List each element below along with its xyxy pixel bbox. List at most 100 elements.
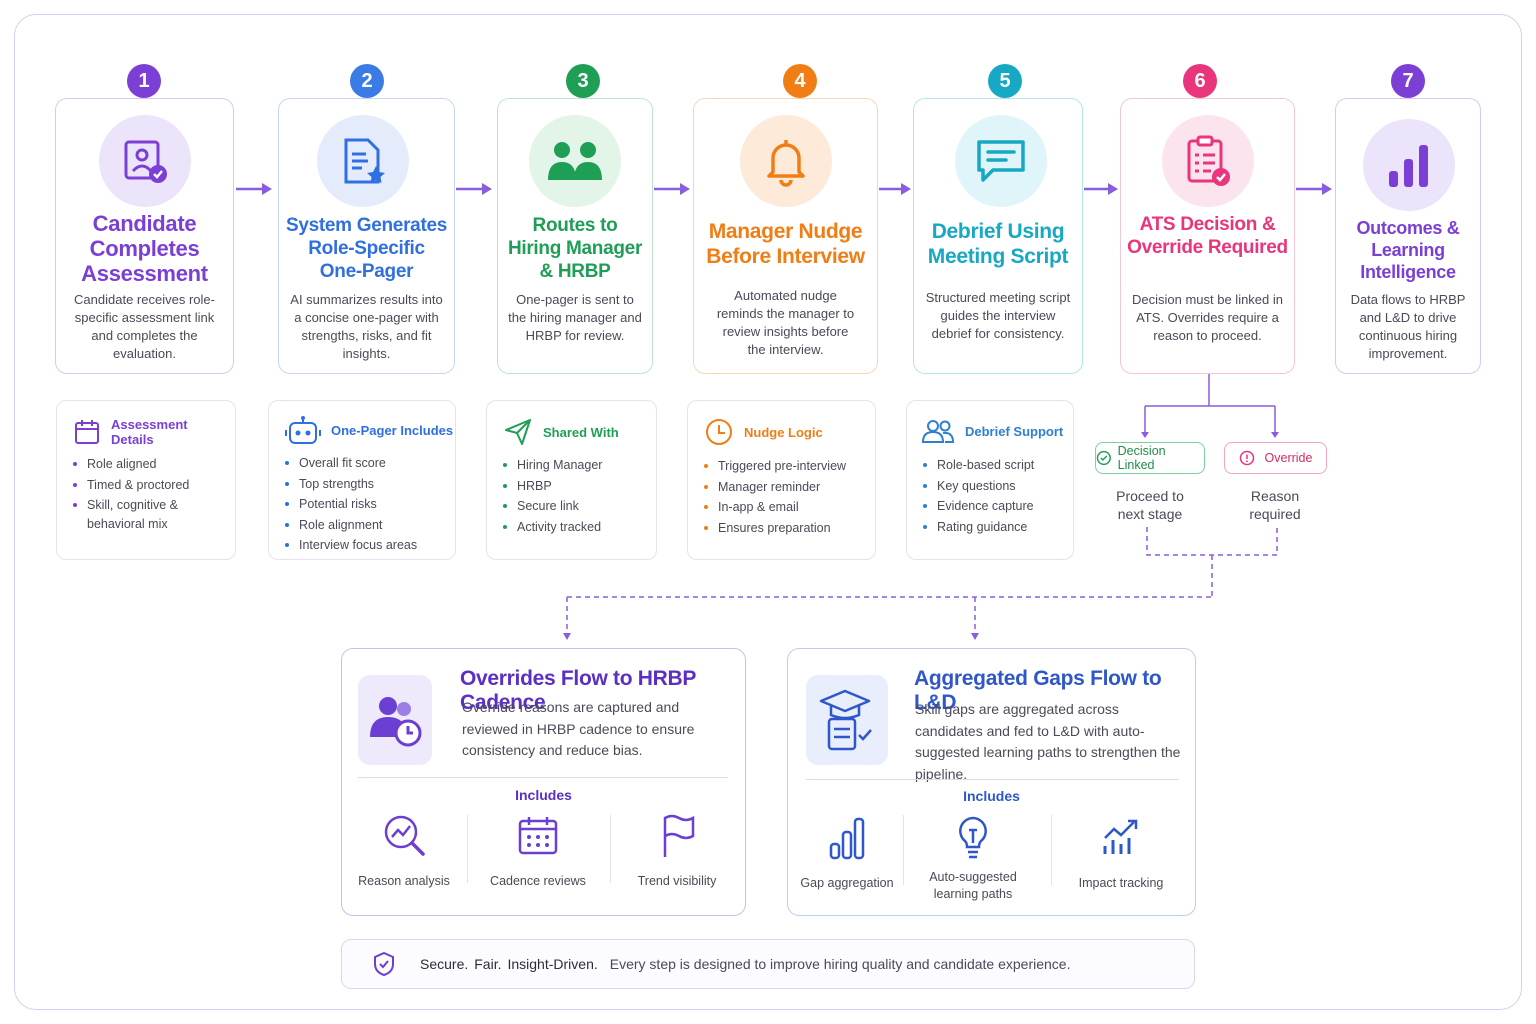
step-1-badge: 1 xyxy=(127,64,161,98)
divider xyxy=(903,815,904,885)
feature-label: Impact tracking xyxy=(1078,876,1164,890)
nudge-logic-card: Nudge Logic Triggered pre-interview Mana… xyxy=(687,400,876,560)
clock-icon xyxy=(706,419,732,445)
overrides-title: Overrides Flow to HRBP Cadence xyxy=(460,667,696,714)
step-6-card: ATS Decision & Override Required Decisio… xyxy=(1120,98,1295,374)
learning-paths-feature: Auto-suggested learning paths xyxy=(918,809,1028,903)
step-7-desc: Data flows to HRBP and L&D to drive cont… xyxy=(1350,292,1466,361)
calendar-icon xyxy=(518,817,558,855)
divider xyxy=(610,815,611,883)
user-check-icon xyxy=(99,115,191,207)
bar-chart-icon xyxy=(829,817,865,860)
gap-aggregation-feature: Gap aggregation xyxy=(798,809,896,892)
overrides-desc: Override reasons are captured and review… xyxy=(462,699,695,758)
users-icon xyxy=(921,420,955,443)
list-item: Key questions xyxy=(922,476,1034,497)
chat-icon xyxy=(955,115,1047,207)
step-7-card: Outcomes & Learning Intelligence Data fl… xyxy=(1335,98,1481,374)
step-6-title: ATS Decision & Override Required xyxy=(1127,214,1288,258)
step-1-card: Candidate Completes Assessment Candidate… xyxy=(55,98,234,374)
bell-icon xyxy=(740,115,832,207)
step-4-desc: Automated nudge reminds the manager to r… xyxy=(716,288,855,357)
proceed-text: Proceed to next stage xyxy=(1116,488,1184,522)
list-item: Ensures preparation xyxy=(703,518,846,539)
lightbulb-icon xyxy=(959,816,987,859)
step-2-card: System Generates Role-Specific One-Pager… xyxy=(278,98,455,374)
list-item: Role-based script xyxy=(922,455,1034,476)
overrides-includes-label: Includes xyxy=(515,787,572,803)
step-6-desc: Decision must be linked in ATS. Override… xyxy=(1131,292,1284,343)
step-1-desc: Candidate receives role-specific assessm… xyxy=(74,292,215,361)
check-circle-icon xyxy=(1096,450,1111,466)
robot-icon xyxy=(285,416,321,444)
shield-check-icon xyxy=(374,951,394,977)
divider xyxy=(1051,815,1052,885)
gaps-title: Aggregated Gaps Flow to L&D xyxy=(914,667,1162,714)
list-item: Role alignment xyxy=(284,515,417,536)
debrief-support-card: Debrief Support Role-based script Key qu… xyxy=(906,400,1074,560)
step-6-badge: 6 xyxy=(1183,64,1217,98)
arrow-icon xyxy=(879,183,911,195)
step-7-badge: 7 xyxy=(1391,64,1425,98)
step-1-title: Candidate Completes Assessment xyxy=(81,211,208,286)
impact-tracking-feature: Impact tracking xyxy=(1068,809,1174,892)
flag-icon xyxy=(663,814,695,857)
step-4-title: Manager Nudge Before Interview xyxy=(706,220,865,268)
footer-word-fair: Fair. xyxy=(474,956,502,972)
list-item: HRBP xyxy=(502,476,602,497)
trending-up-icon xyxy=(1103,819,1138,854)
list-item: Evidence capture xyxy=(922,496,1034,517)
assessment-details-card: Assessment Details Role aligned Timed & … xyxy=(56,400,236,560)
footer-text: Every step is designed to improve hiring… xyxy=(609,956,1071,972)
list-item: Timed & proctored xyxy=(73,475,197,496)
list-item: Potential risks xyxy=(284,494,417,515)
step-5-card: Debrief Using Meeting Script Structured … xyxy=(913,98,1083,374)
override-label: Override xyxy=(1264,451,1313,465)
step-5-desc: Structured meeting script guides the int… xyxy=(925,290,1071,341)
arrow-icon xyxy=(654,183,690,195)
reason-text: Reason required xyxy=(1249,488,1301,522)
step-3-card: Routes to Hiring Manager & HRBP One-page… xyxy=(497,98,653,374)
step-2-badge: 2 xyxy=(350,64,384,98)
step-2-title: System Generates Role-Specific One-Pager xyxy=(285,215,447,282)
nudge-logic-title: Nudge Logic xyxy=(744,424,823,440)
footer-word-insight: Insight-Driven. xyxy=(507,956,598,972)
shared-with-card: Shared With Hiring Manager HRBP Secure l… xyxy=(486,400,657,560)
user-clock-icon xyxy=(358,675,432,765)
dashed-connector-lines xyxy=(563,527,1278,640)
step-4-card: Manager Nudge Before Interview Automated… xyxy=(693,98,878,374)
divider xyxy=(467,815,468,883)
one-pager-includes-title: One-Pager Includes xyxy=(331,422,454,438)
footer-banner: Secure. Fair. Insight-Driven. Every step… xyxy=(341,939,1195,989)
list-item: Secure link xyxy=(502,496,602,517)
send-icon xyxy=(505,419,531,445)
step-3-desc: One-pager is sent to the hiring manager … xyxy=(508,292,642,343)
list-item: Hiring Manager xyxy=(502,455,602,476)
gaps-ld-card: Aggregated Gaps Flow to L&D Skill gaps a… xyxy=(787,648,1196,916)
list-item: Activity tracked xyxy=(502,517,602,538)
decision-linked-label: Decision Linked xyxy=(1117,444,1166,472)
arrow-icon xyxy=(1084,183,1118,195)
step-4-badge: 4 xyxy=(783,64,817,98)
feature-label: Auto-suggested learning paths xyxy=(929,870,1017,901)
override-badge: Override xyxy=(1224,442,1327,474)
assessment-details-title: Assessment Details xyxy=(111,417,188,447)
step-5-badge: 5 xyxy=(988,64,1022,98)
decision-branch-lines xyxy=(1141,374,1279,438)
overrides-hrbp-card: Overrides Flow to HRBP Cadence Override … xyxy=(341,648,746,916)
divider xyxy=(358,777,728,778)
debrief-support-title: Debrief Support xyxy=(965,423,1064,439)
list-item: Overall fit score xyxy=(284,453,417,474)
gaps-desc: Skill gaps are aggregated across candida… xyxy=(915,701,1181,782)
step-2-desc: AI summarizes results into a concise one… xyxy=(290,292,443,361)
list-item: In-app & email xyxy=(703,497,846,518)
magnifier-chart-icon xyxy=(384,815,425,856)
decision-linked-badge: Decision Linked xyxy=(1095,442,1205,474)
feature-label: Reason analysis xyxy=(358,874,450,888)
alert-circle-icon xyxy=(1239,450,1254,466)
list-item: Interview focus areas xyxy=(284,535,417,556)
list-item: Manager reminder xyxy=(703,477,846,498)
list-item: Role aligned xyxy=(73,454,197,475)
document-star-icon xyxy=(317,115,409,207)
step-3-title: Routes to Hiring Manager & HRBP xyxy=(507,215,643,282)
